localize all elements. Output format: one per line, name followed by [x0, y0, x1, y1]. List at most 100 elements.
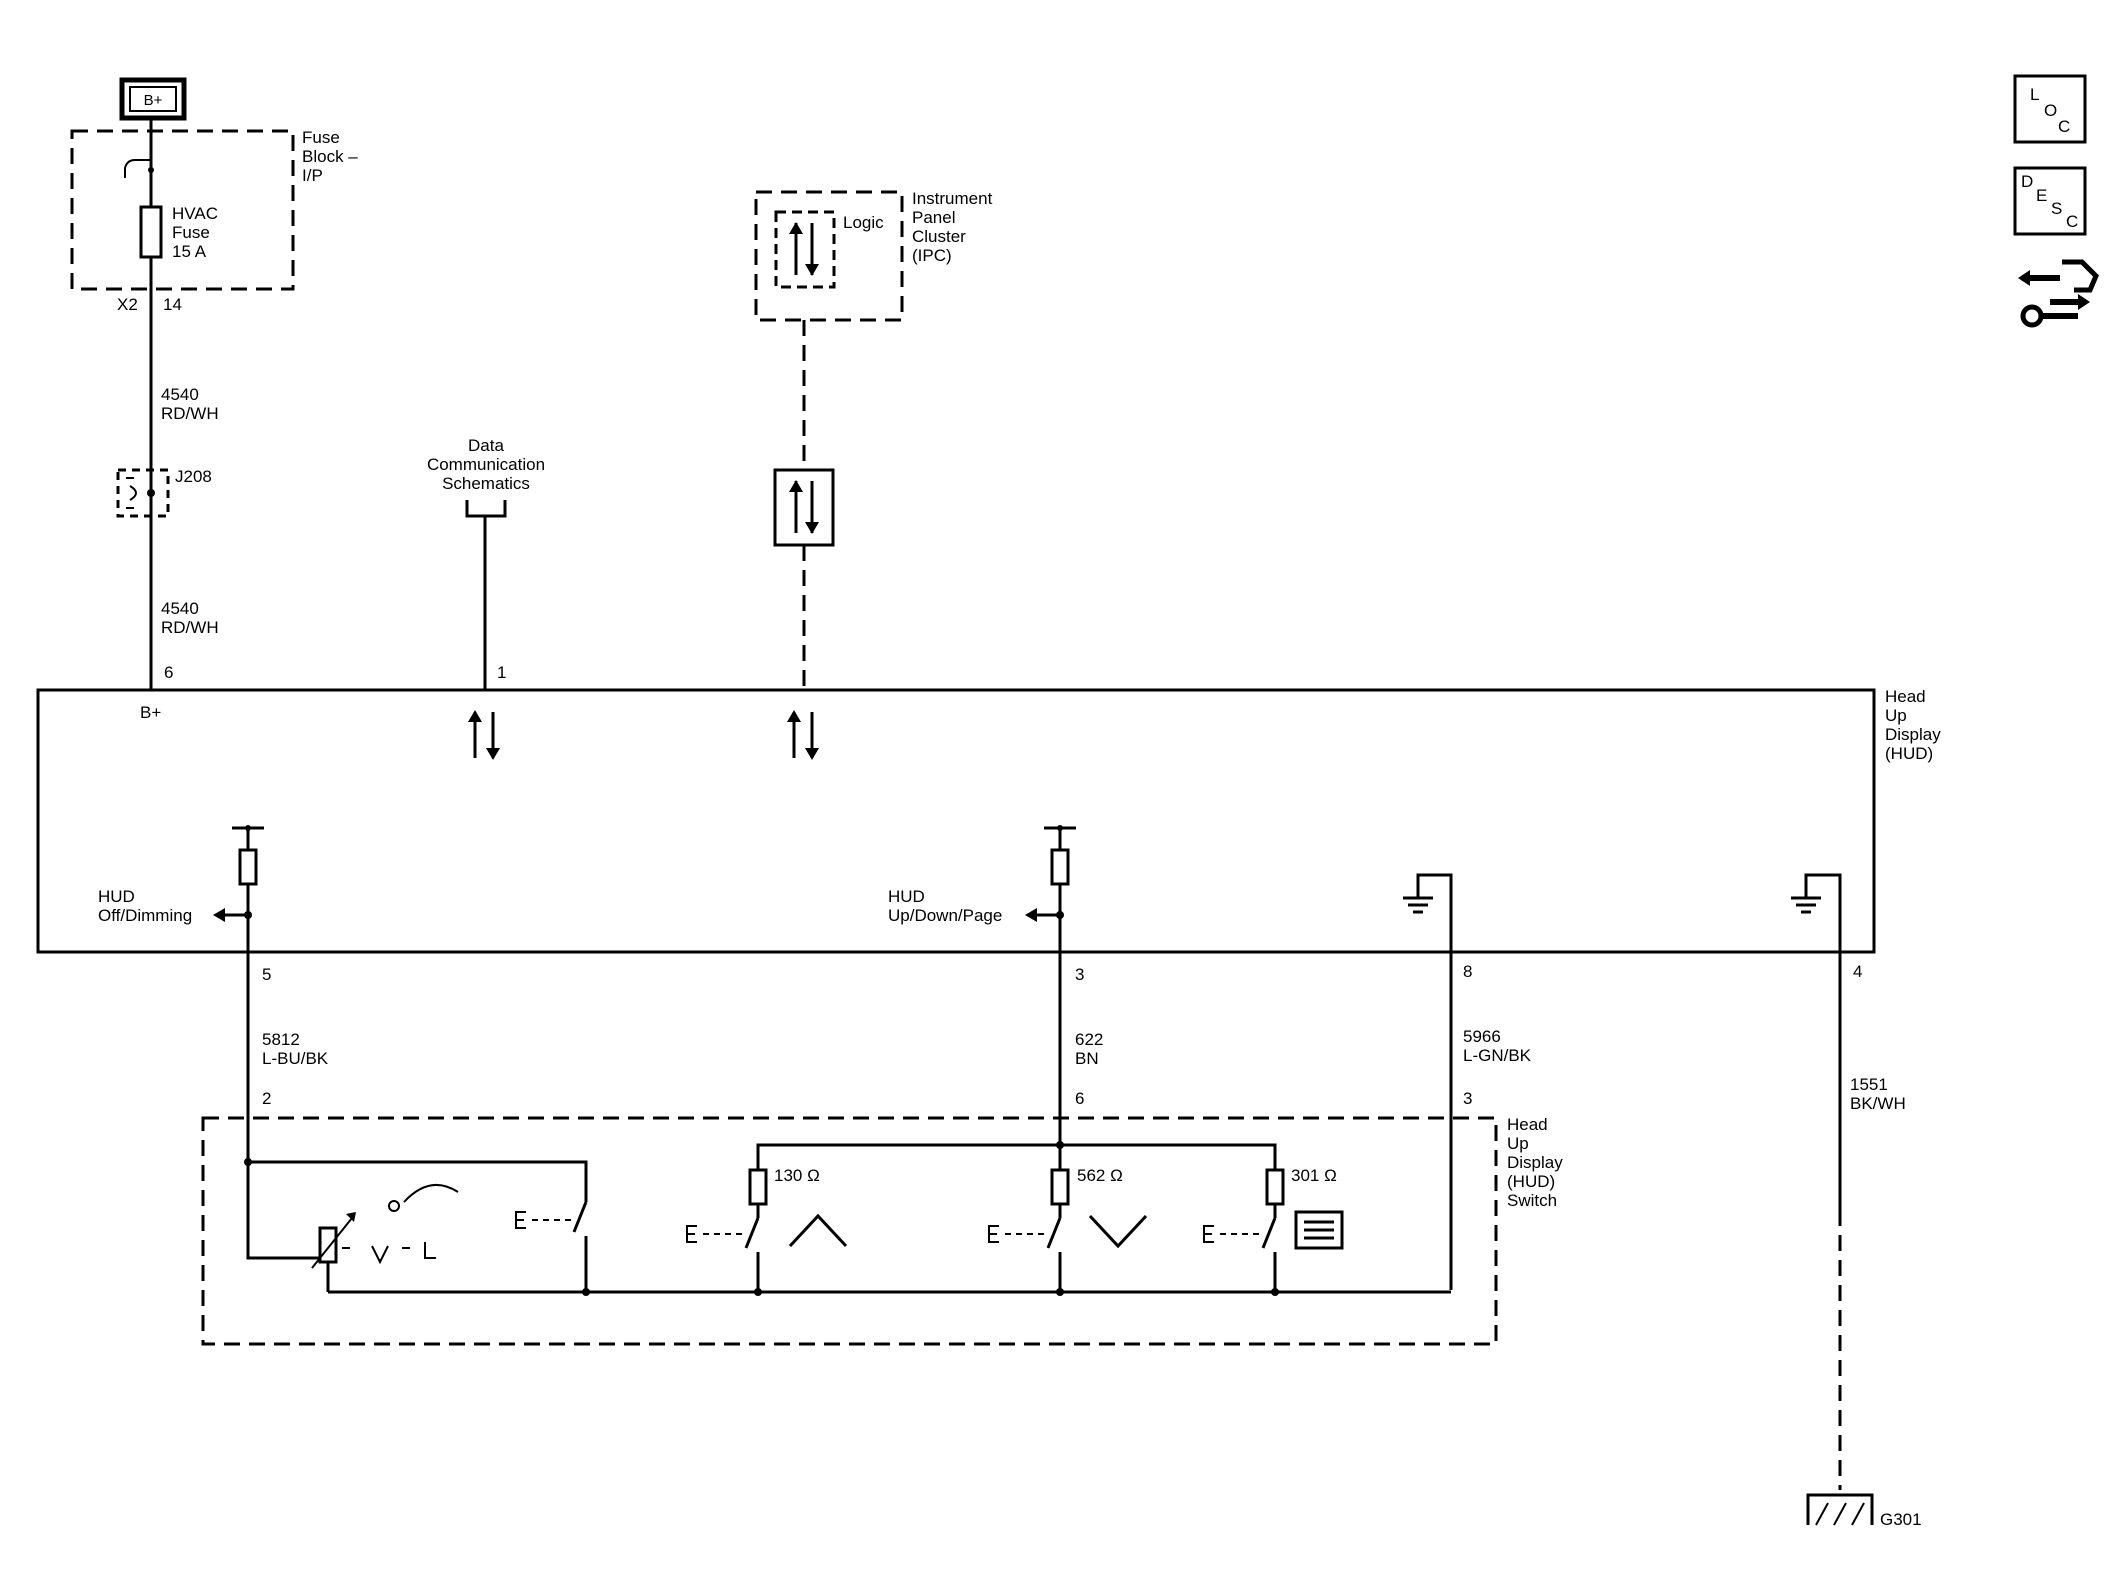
loc-letter-o: O [2044, 101, 2057, 120]
hud-mid-signal-2: Up/Down/Page [888, 906, 1002, 925]
circuit-622-hud-pin: 3 [1075, 965, 1084, 984]
head-up-display-module: Head Up Display (HUD) B+ HUD [36, 687, 1941, 1290]
wire-4540-top-circuit: 4540 [161, 385, 199, 404]
hud-switch-assembly: Head Up Display (HUD) Switch 130 Ω [201, 1110, 1563, 1346]
circuit-622-color: BN [1075, 1049, 1099, 1068]
switch-title-3: Display [1507, 1153, 1563, 1172]
desc-letter-e: E [2036, 186, 2047, 205]
ipc-title-2: Panel [912, 208, 955, 227]
circuit-5812-hud-pin: 5 [262, 965, 271, 984]
hud-off-dimming-circuit: HUD Off/Dimming [98, 825, 264, 1110]
hud-bplus-label: B+ [140, 703, 161, 722]
location-button[interactable]: L O C [2013, 74, 2087, 144]
resistor-130-icon [748, 1168, 768, 1206]
wire-4540-bottom-color: RD/WH [161, 618, 219, 637]
hud-left-signal-2: Off/Dimming [98, 906, 192, 925]
serial-data-box [773, 468, 835, 547]
hud-data-arrows-icon [468, 710, 500, 760]
wire-4540-bottom-circuit: 4540 [161, 599, 199, 618]
data-comm-line-1: Data [468, 436, 504, 455]
data-communication-reference: Data Communication Schematics 1 [427, 436, 545, 690]
fuse-label-1: HVAC [172, 204, 218, 223]
wire-4540-top-color: RD/WH [161, 404, 219, 423]
desc-letter-d: D [2021, 172, 2033, 191]
fuse-pin-label: 14 [163, 295, 182, 314]
circuit-622-switch-pin: 6 [1075, 1089, 1084, 1108]
desc-letter-c: C [2066, 212, 2078, 231]
dimmer-actuator-icon [342, 1242, 436, 1265]
switch-title-4: (HUD) [1507, 1172, 1555, 1191]
splice-icon [129, 485, 137, 501]
resistor-301-icon [1265, 1168, 1285, 1206]
fuse-block-title-3: I/P [302, 166, 323, 185]
splice-j208: J208 [116, 467, 212, 518]
description-button[interactable]: D E S C [2013, 166, 2087, 236]
hud-title-4: (HUD) [1885, 744, 1933, 763]
battery-positive-connector: B+ [119, 77, 187, 121]
switch-title-2: Up [1507, 1134, 1529, 1153]
fuse-connector-label: X2 [117, 295, 138, 314]
logic-bidirectional-arrows-icon [789, 222, 819, 276]
dimmer-indicator-icon [388, 1200, 400, 1212]
ipc-title-3: Cluster [912, 227, 966, 246]
circuit-622-number: 622 [1075, 1030, 1103, 1049]
circuit-1551-number: 1551 [1850, 1075, 1888, 1094]
battery-positive-label: B+ [144, 92, 163, 109]
loc-letter-c: C [2058, 117, 2070, 136]
ground-label: G301 [1880, 1510, 1922, 1529]
circuit-5966-number: 5966 [1463, 1027, 1501, 1046]
hvac-fuse-icon [139, 205, 163, 259]
up-switch-icon [686, 1204, 848, 1292]
resistor-562-icon [1050, 1168, 1070, 1206]
resistor-562-label: 562 Ω [1077, 1166, 1123, 1185]
splice-label: J208 [175, 467, 212, 486]
hud-title-2: Up [1885, 706, 1907, 725]
hud-left-signal-1: HUD [98, 887, 135, 906]
down-arrow-icon [1088, 1214, 1148, 1249]
circuit-5812-switch-pin: 2 [262, 1089, 271, 1108]
ipc-logic-label: Logic [843, 213, 884, 232]
circuit-5966-switch-pin: 3 [1463, 1089, 1472, 1108]
hud-title-3: Display [1885, 725, 1941, 744]
internal-ground-1 [1403, 873, 1453, 1290]
switch-title-5: Switch [1507, 1191, 1557, 1210]
data-comm-pin: 1 [497, 663, 506, 682]
instrument-panel-cluster: Logic Instrument Panel Cluster (IPC) [754, 189, 993, 322]
fuse-block: Fuse Block – I/P HVAC Fuse 15 A [70, 128, 358, 291]
resistor-301-label: 301 Ω [1291, 1166, 1337, 1185]
ground-g301: G301 [1806, 1493, 1922, 1529]
connector-wrench-icon[interactable] [2018, 259, 2099, 328]
serial-data-arrows-icon [789, 480, 819, 534]
pullup-resistor-icon [1050, 848, 1070, 886]
circuit-1551-hud-pin: 4 [1853, 962, 1862, 981]
desc-letter-s: S [2051, 199, 2062, 218]
circuit-1551-color: BK/WH [1850, 1094, 1906, 1113]
page-switch-icon [1203, 1204, 1344, 1292]
circuit-5812-color: L-BU/BK [262, 1049, 329, 1068]
down-switch-icon [988, 1204, 1148, 1292]
hud-bplus-pin: 6 [164, 663, 173, 682]
hud-title-1: Head [1885, 687, 1926, 706]
hud-mid-signal-1: HUD [888, 887, 925, 906]
ipc-title-1: Instrument [912, 189, 993, 208]
data-comm-line-2: Communication [427, 455, 545, 474]
fuse-block-title-2: Block – [302, 147, 358, 166]
up-arrow-icon [788, 1213, 848, 1248]
dimmer-arc-icon [403, 1184, 459, 1203]
circuit-5812-number: 5812 [262, 1030, 300, 1049]
ipc-title-4: (IPC) [912, 246, 952, 265]
loc-letter-l: L [2030, 85, 2039, 104]
fuse-label-2: Fuse [172, 223, 210, 242]
data-comm-line-3: Schematics [442, 474, 530, 493]
resistor-130-label: 130 Ω [774, 1166, 820, 1185]
switch-title-1: Head [1507, 1115, 1548, 1134]
fuse-label-3: 15 A [172, 242, 207, 261]
circuit-5966-hud-pin: 8 [1463, 962, 1472, 981]
hud-up-down-page-circuit: HUD Up/Down/Page [888, 825, 1076, 1145]
signal-arrow-icon [1025, 908, 1037, 922]
bus-connection-icon [124, 159, 151, 178]
page-menu-icon [1294, 1210, 1344, 1250]
internal-ground-2 [1791, 873, 1842, 1210]
dimmer-rheostat-icon [318, 1226, 338, 1264]
